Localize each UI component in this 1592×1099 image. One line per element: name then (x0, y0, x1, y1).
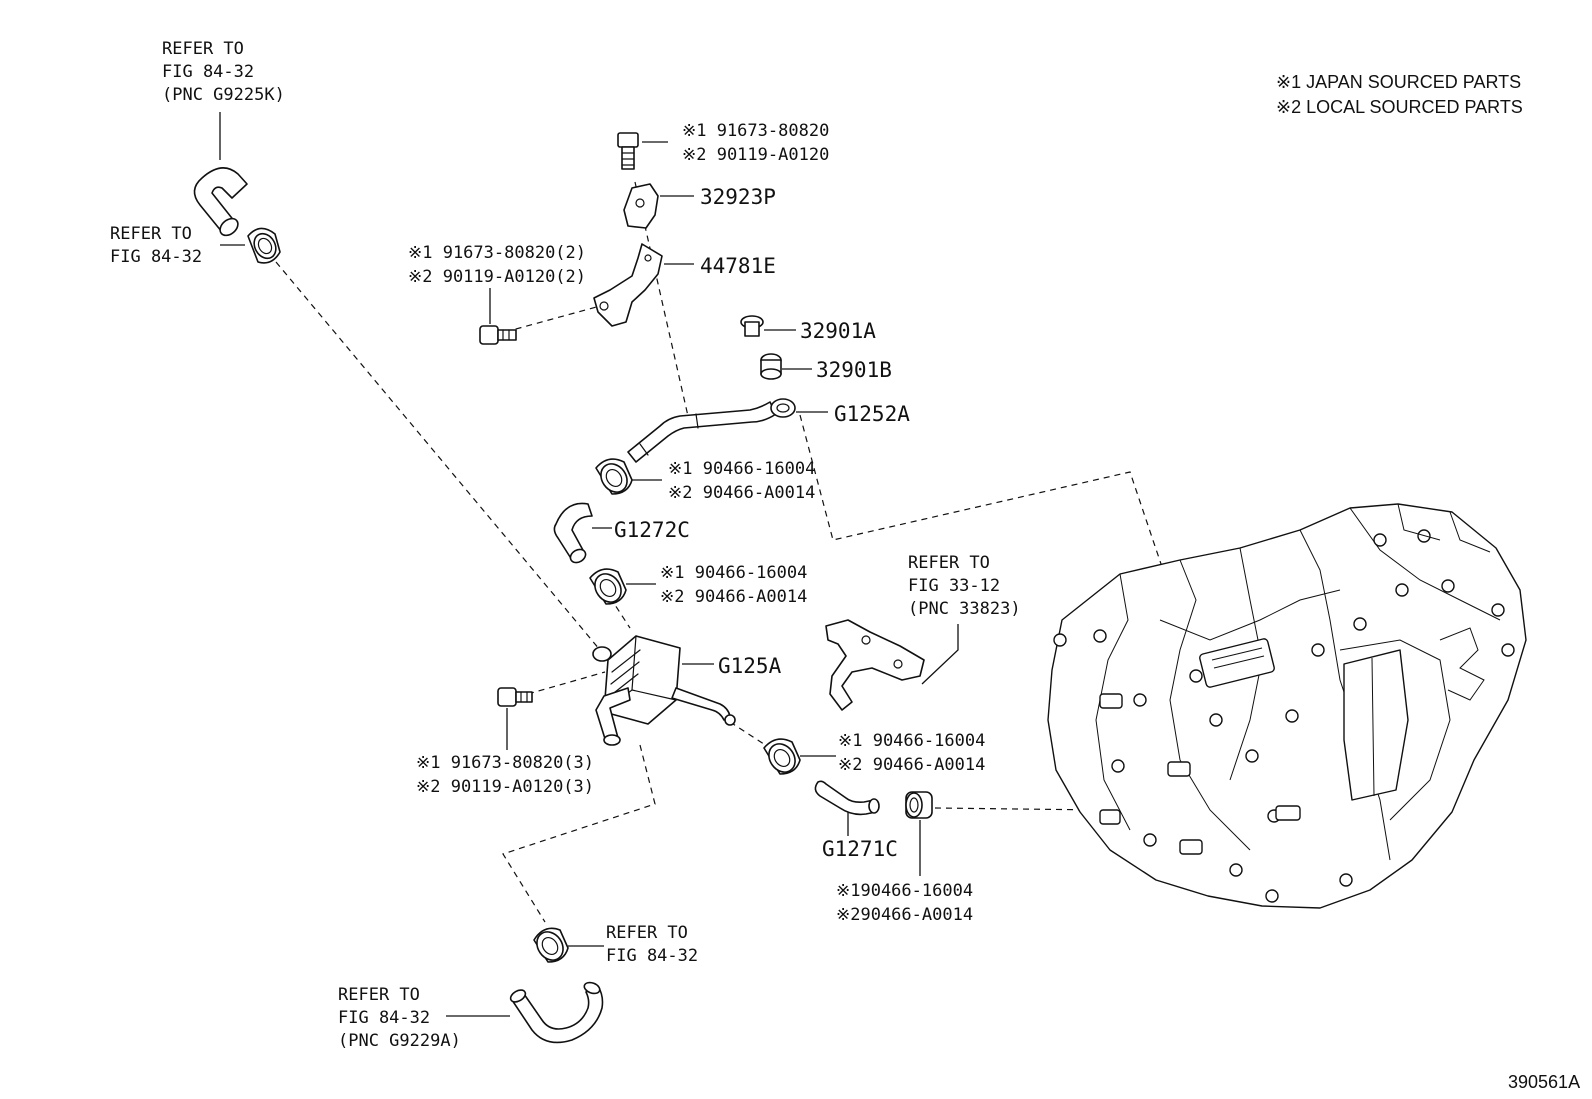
legend-local-sourced: ※2 LOCAL SOURCED PARTS (1276, 97, 1523, 117)
clamp-a-part-2: ※2 90466-A0014 (668, 483, 815, 503)
upper-coolant-hose (193, 167, 248, 237)
ref-left-line1: REFER TO (110, 224, 192, 244)
cooler-bolt-part-1: ※1 91673-80820(3) (416, 753, 594, 773)
bolt-top (617, 132, 639, 170)
bracket-44781e (593, 243, 663, 327)
part-32901b: 32901B (816, 358, 892, 382)
part-32923p: 32923P (700, 185, 776, 209)
hose-g1272c (553, 502, 593, 564)
pipe-g1252a (627, 398, 796, 463)
lower-coolant-hose (509, 981, 604, 1044)
hose-clamp-a (595, 458, 633, 495)
ref-left-line2: FIG 84-32 (110, 247, 202, 267)
ref-bottom-clamp-line1: REFER TO (606, 923, 688, 943)
ref-top-left-line3: (PNC G9225K) (162, 85, 285, 105)
leader-bracket-ref (921, 624, 959, 685)
hose-clamp-d (905, 791, 933, 819)
hose-g1271c (814, 780, 880, 816)
ref-mid-line3: (PNC 33823) (908, 599, 1021, 619)
plug-32901a (740, 315, 764, 337)
bolt-cooler (497, 687, 533, 707)
ref-bottom-hose-line1: REFER TO (338, 985, 420, 1005)
ref-mid-line2: FIG 33-12 (908, 576, 1000, 596)
ref-top-left-line1: REFER TO (162, 39, 244, 59)
clamp-c-part-1: ※1 90466-16004 (838, 731, 985, 751)
ref-bottom-clamp-line2: FIG 84-32 (606, 946, 698, 966)
bolt-bracket (479, 325, 517, 345)
ref-mid-line1: REFER TO (908, 553, 990, 573)
hose-clamp-bottom (533, 927, 569, 963)
legend-japan-sourced: ※1 JAPAN SOURCED PARTS (1276, 72, 1521, 92)
transaxle-assembly (1047, 503, 1527, 909)
hose-clamp-b (589, 568, 627, 605)
hose-clamp-top-left (247, 227, 281, 264)
top-bolt-part-2: ※2 90119-A0120 (682, 145, 829, 165)
ref-bottom-hose-line3: (PNC G9229A) (338, 1031, 461, 1051)
oil-cooler-g125a (592, 635, 736, 746)
clamp-c-part-2: ※2 90466-A0014 (838, 755, 985, 775)
part-g1271c: G1271C (822, 837, 898, 861)
top-bolt-part-1: ※1 91673-80820 (682, 121, 829, 141)
bracket-bolt-part-1: ※1 91673-80820(2) (408, 243, 586, 263)
clamp-b-part-1: ※1 90466-16004 (660, 563, 807, 583)
clamp-a-part-1: ※1 90466-16004 (668, 459, 815, 479)
bracket-bolt-part-2: ※2 90119-A0120(2) (408, 267, 586, 287)
clamp-b-part-2: ※2 90466-A0014 (660, 587, 807, 607)
clamp-d-part-2: ※290466-A0014 (836, 905, 973, 925)
bracket-32923p (623, 183, 659, 229)
figure-code: 390561A (1508, 1072, 1580, 1092)
part-g1252a: G1252A (834, 402, 910, 426)
cooler-bolt-part-2: ※2 90119-A0120(3) (416, 777, 594, 797)
clamp-d-part-1: ※190466-16004 (836, 881, 973, 901)
part-44781e: 44781E (700, 254, 776, 278)
part-32901a: 32901A (800, 319, 876, 343)
ref-bottom-hose-line2: FIG 84-32 (338, 1008, 430, 1028)
bracket-ref-33823 (825, 619, 925, 711)
plug-32901b (760, 353, 782, 380)
part-g1272c: G1272C (614, 518, 690, 542)
hose-clamp-c (763, 738, 801, 775)
part-g125a: G125A (718, 654, 782, 678)
ref-top-left-line2: FIG 84-32 (162, 62, 254, 82)
